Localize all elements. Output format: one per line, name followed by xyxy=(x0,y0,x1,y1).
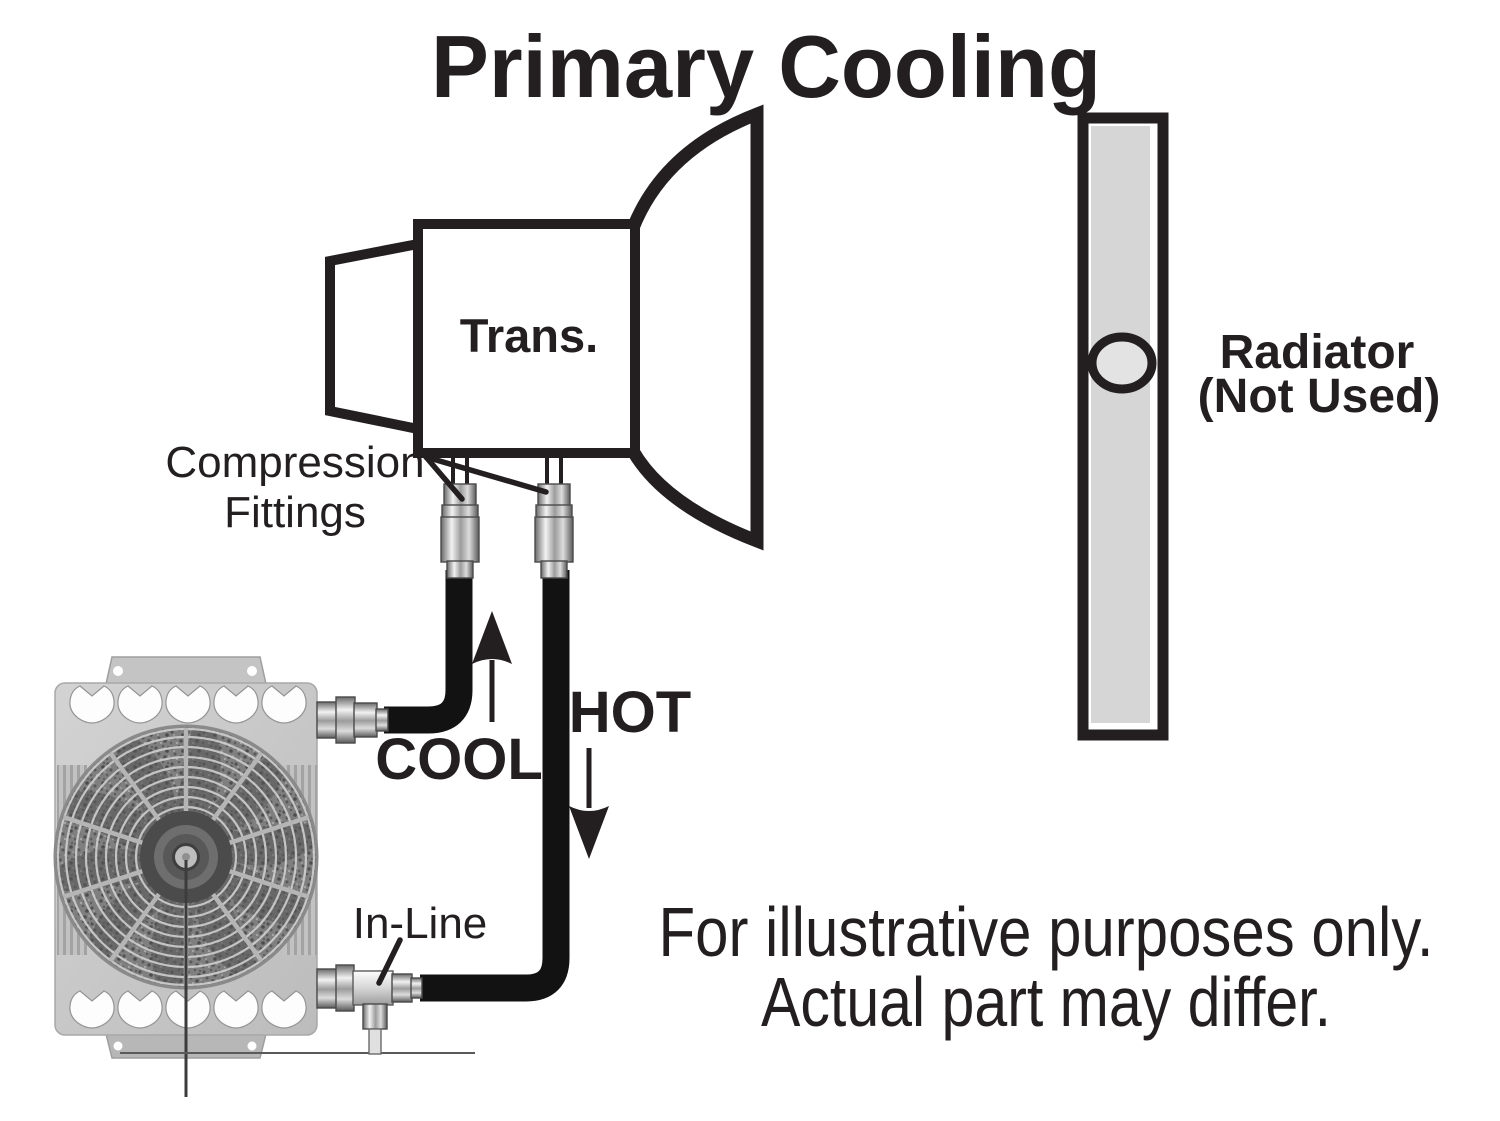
radiator-label-line2: (Not Used) xyxy=(1198,370,1441,423)
radiator-core xyxy=(1091,126,1150,723)
tail-housing xyxy=(325,237,423,436)
transmission-cooler xyxy=(53,656,475,1097)
compression-fitting-right xyxy=(534,483,574,579)
disclaimer-line2: Actual part may differ. xyxy=(761,963,1331,1041)
leader-line-left-fitting xyxy=(423,454,465,502)
tab-hole xyxy=(247,666,257,676)
disclaimer-line1: For illustrative purposes only. xyxy=(659,893,1434,971)
inline-label: In-Line xyxy=(353,899,488,948)
disclaimer: For illustrative purposes only. Actual p… xyxy=(659,893,1434,1041)
tab-hole xyxy=(113,666,123,676)
tab-hole xyxy=(247,1041,257,1051)
radiator-label-line1: Radiator xyxy=(1220,326,1415,379)
hot-down-arrow-icon xyxy=(569,748,609,859)
cool-hose xyxy=(384,570,473,734)
radiator: Radiator (Not Used) xyxy=(1077,112,1441,741)
leader-line-inline xyxy=(376,937,403,986)
compression-label-line1: Compression xyxy=(165,438,424,487)
inline-fitting-assembly xyxy=(316,964,423,1055)
cooler-top-tab xyxy=(105,656,267,685)
cool-label: COOL xyxy=(375,727,543,792)
cooler-inlet-fitting xyxy=(316,696,389,744)
radiator-port xyxy=(1087,332,1157,394)
inline-tee-body xyxy=(352,970,394,1006)
transmission-body xyxy=(413,219,640,458)
fitting-stems xyxy=(451,455,563,487)
compression-label-line2: Fittings xyxy=(224,488,366,537)
compression-fittings-callout: Compression Fittings xyxy=(165,438,549,537)
cool-up-arrow-icon xyxy=(472,611,512,722)
leader-line-right-fitting xyxy=(423,454,549,495)
page-title: Primary Cooling xyxy=(431,17,1101,116)
bell-housing xyxy=(626,104,764,551)
transmission-label: Trans. xyxy=(460,309,598,362)
tab-hole xyxy=(113,1041,123,1051)
inline-callout: In-Line xyxy=(353,899,488,986)
flow-annotations: COOL HOT xyxy=(375,611,691,859)
transmission: Trans. xyxy=(325,104,764,551)
hoses xyxy=(384,570,570,1002)
hot-hose xyxy=(420,570,570,1002)
hot-label: HOT xyxy=(569,680,691,745)
